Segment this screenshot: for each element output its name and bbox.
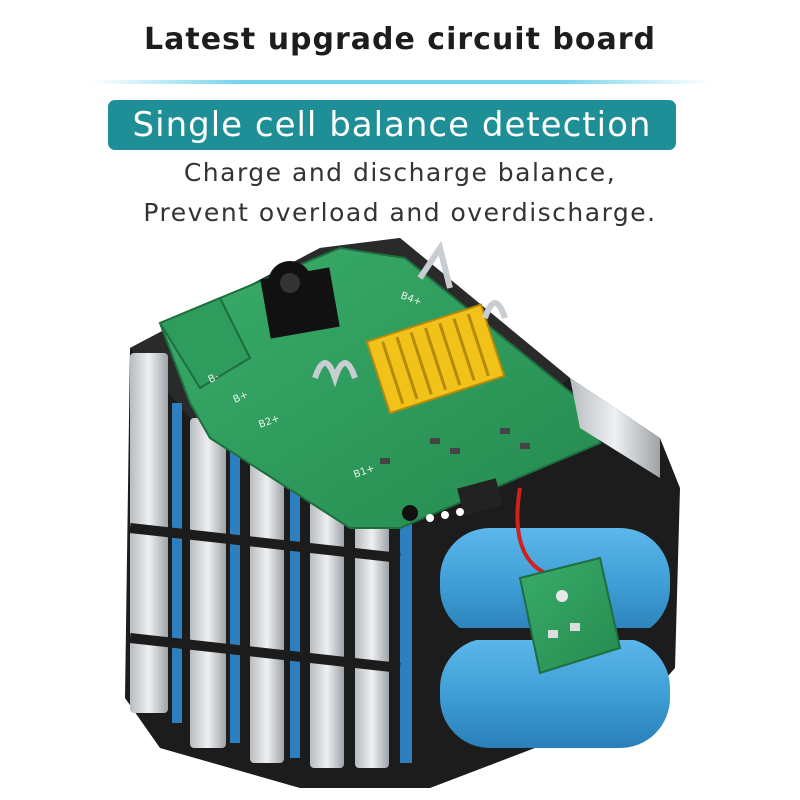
battery-pack-illustration: B- B+ B4+ B1+ B2+ <box>125 238 680 788</box>
yellow-connector <box>365 303 506 415</box>
feature-line-2: Prevent overload and overdischarge. <box>143 198 657 227</box>
title-underline <box>90 80 710 84</box>
feature-banner: Single cell balance detection <box>108 100 676 150</box>
circuit-board: B- B+ B4+ B1+ B2+ <box>158 240 602 529</box>
feature-line-1: Charge and discharge balance, <box>183 158 617 187</box>
nickel-strip-right <box>570 378 660 478</box>
nickel-strips-left <box>129 353 412 768</box>
headline: Latest upgrade circuit board <box>144 22 656 57</box>
board-label-b-minus: B- <box>207 371 221 386</box>
led-indicator-board <box>518 556 622 675</box>
